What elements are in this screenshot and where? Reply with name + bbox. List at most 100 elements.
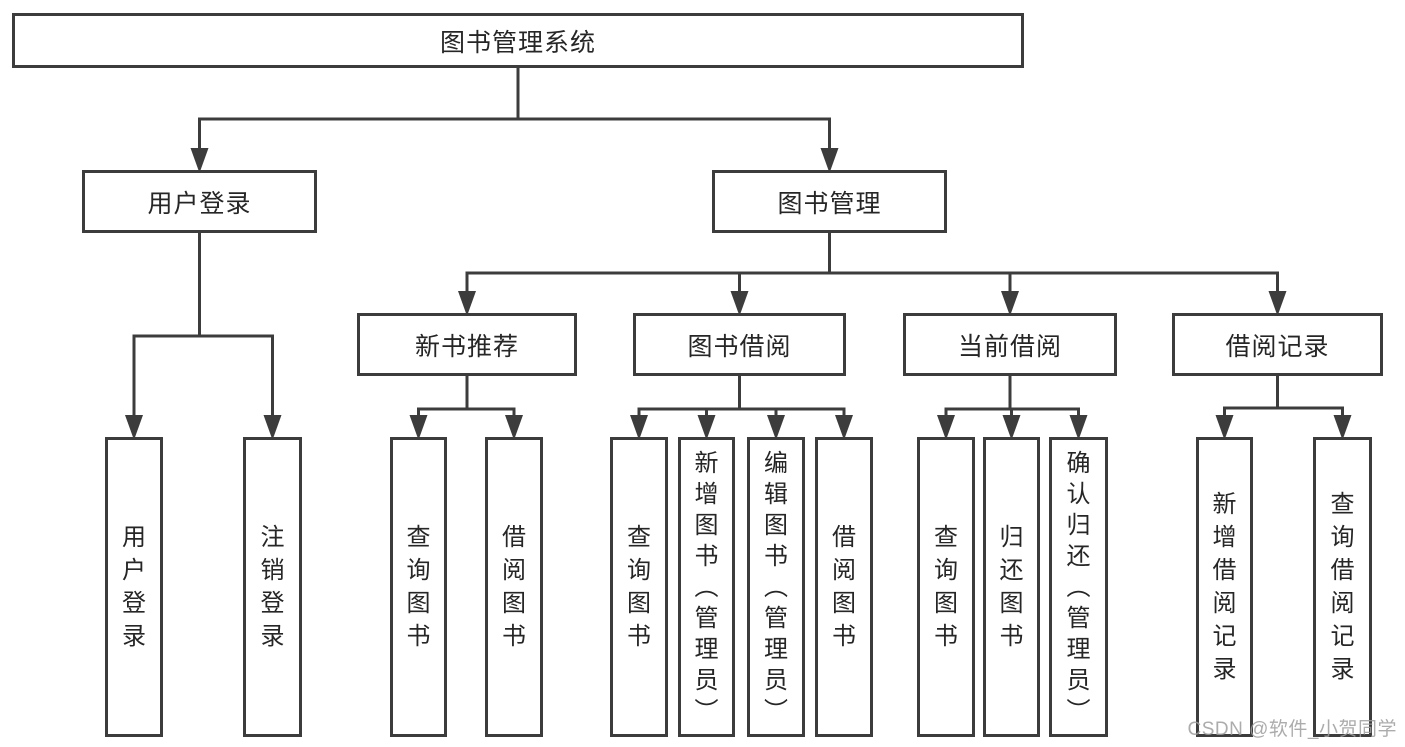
- label-glyph: 增: [1212, 524, 1237, 551]
- label-glyph: 查: [934, 524, 958, 551]
- label-glyph: 查: [406, 524, 431, 551]
- label-glyph: 借: [502, 524, 526, 551]
- label-glyph: 借: [832, 524, 856, 551]
- node-label-br-add-record: 新增借阅记录: [1213, 488, 1237, 686]
- node-current-borrow: 当前借阅: [903, 313, 1117, 376]
- node-label-bb-borrow-books: 借阅图书: [832, 521, 856, 653]
- label-glyph: 管: [764, 604, 788, 632]
- label-glyph: ︵: [764, 573, 788, 601]
- label-glyph: 记: [1212, 623, 1237, 650]
- label-glyph: ︶: [1066, 697, 1091, 725]
- label-glyph: 阅: [1330, 590, 1355, 617]
- node-label-cb-query-books: 查询图书: [934, 521, 958, 653]
- node-logout: 注销登录: [243, 437, 302, 737]
- label-glyph: 员: [764, 666, 788, 694]
- label-glyph: 阅: [502, 557, 526, 584]
- node-label-bb-add-books: 新增图书︵管理员︶: [695, 448, 719, 727]
- label-glyph: 用: [122, 524, 146, 551]
- label-glyph: 询: [406, 557, 431, 584]
- node-label-logout: 注销登录: [261, 521, 285, 653]
- label-glyph: 阅: [832, 557, 856, 584]
- watermark: CSDN @软件_小贺同学: [1187, 719, 1397, 740]
- label-glyph: 记: [1330, 623, 1355, 650]
- node-book-management: 图书管理: [712, 170, 947, 233]
- label-glyph: 录: [1212, 656, 1237, 683]
- label-glyph: 询: [934, 557, 958, 584]
- label-glyph: 理: [764, 635, 788, 663]
- node-bb-add-books: 新增图书︵管理员︶: [678, 437, 735, 737]
- node-label-user-login: 用户登录: [147, 189, 252, 218]
- node-bb-borrow-books: 借阅图书: [815, 437, 873, 737]
- label-glyph: 图: [406, 590, 431, 617]
- label-glyph: 注: [260, 524, 285, 551]
- node-label-br-query-record: 查询借阅记录: [1331, 488, 1355, 686]
- node-br-query-record: 查询借阅记录: [1313, 437, 1372, 737]
- node-cb-return-books: 归还图书: [983, 437, 1040, 737]
- label-glyph: 编: [764, 449, 788, 477]
- label-glyph: 图: [502, 590, 526, 617]
- label-glyph: 录: [122, 623, 146, 650]
- label-glyph: 图: [832, 590, 856, 617]
- node-bb-edit-books: 编辑图书 ︵ 管理员 ︶: [747, 437, 805, 737]
- node-label-current-borrow: 当前借阅: [957, 332, 1062, 361]
- node-label-new-book-recommend: 新书推荐: [414, 332, 519, 361]
- label-glyph: 书: [999, 623, 1024, 650]
- label-glyph: 书: [934, 623, 958, 650]
- node-label-root: 图书管理系统: [439, 28, 596, 57]
- label-glyph: 录: [260, 623, 285, 650]
- node-label-bb-query-books: 查询图书: [627, 521, 651, 653]
- node-book-borrow: 图书借阅: [633, 313, 846, 376]
- label-glyph: 书: [832, 623, 856, 650]
- label-glyph: ︵: [1066, 573, 1091, 601]
- label-glyph: 管: [694, 604, 719, 632]
- label-glyph: 新: [1212, 491, 1237, 518]
- label-glyph: 借: [1330, 557, 1355, 584]
- label-glyph: 员: [1066, 666, 1091, 694]
- node-new-book-recommend: 新书推荐: [357, 313, 577, 376]
- label-glyph: 归: [999, 524, 1024, 551]
- label-glyph: 理: [1066, 635, 1091, 663]
- node-label-nbr-borrow-books: 借阅图书: [502, 521, 526, 653]
- label-glyph: 询: [627, 557, 651, 584]
- node-bb-query-books: 查询图书: [610, 437, 668, 737]
- label-glyph: 借: [1212, 557, 1237, 584]
- label-glyph: 图: [999, 590, 1024, 617]
- node-label-book-borrow: 图书借阅: [687, 332, 792, 361]
- label-glyph: 图: [627, 590, 651, 617]
- node-cb-confirm-return: 确认归还︵管理员︶: [1049, 437, 1108, 737]
- label-glyph: 书: [406, 623, 431, 650]
- label-glyph: 员: [694, 666, 719, 694]
- label-glyph: ︶: [764, 697, 788, 725]
- label-glyph: 认: [1066, 480, 1091, 508]
- node-cb-query-books: 查询图书: [917, 437, 975, 737]
- label-glyph: 确: [1066, 449, 1091, 477]
- label-glyph: ︵: [694, 573, 719, 601]
- node-label-book-management: 图书管理: [777, 189, 882, 218]
- label-glyph: ︶: [694, 697, 719, 725]
- label-glyph: 书: [627, 623, 651, 650]
- label-glyph: 增: [694, 480, 719, 508]
- label-glyph: 阅: [1212, 590, 1237, 617]
- label-glyph: 辑: [764, 480, 788, 508]
- label-glyph: 登: [260, 590, 285, 617]
- node-nbr-query-books: 查询图书: [390, 437, 447, 737]
- node-login: 用户登录: [105, 437, 163, 737]
- node-label-nbr-query-books: 查询图书: [407, 521, 431, 653]
- label-glyph: 图: [934, 590, 958, 617]
- node-nbr-borrow-books: 借阅图书: [485, 437, 543, 737]
- label-glyph: 管: [1066, 604, 1091, 632]
- node-root: 图书管理系统: [12, 13, 1024, 68]
- label-glyph: 新: [694, 449, 719, 477]
- node-borrow-records: 借阅记录: [1172, 313, 1383, 376]
- node-label-bb-edit-books: 编辑图书 ︵ 管理员 ︶: [764, 448, 788, 727]
- label-glyph: 书: [764, 542, 788, 570]
- label-glyph: 归: [1066, 511, 1091, 539]
- label-glyph: 图: [694, 511, 719, 539]
- label-glyph: 录: [1330, 656, 1355, 683]
- label-glyph: 图: [764, 511, 788, 539]
- node-label-cb-confirm-return: 确认归还︵管理员︶: [1067, 448, 1091, 727]
- label-glyph: 户: [122, 557, 146, 584]
- label-glyph: 还: [999, 557, 1024, 584]
- node-br-add-record: 新增借阅记录: [1196, 437, 1253, 737]
